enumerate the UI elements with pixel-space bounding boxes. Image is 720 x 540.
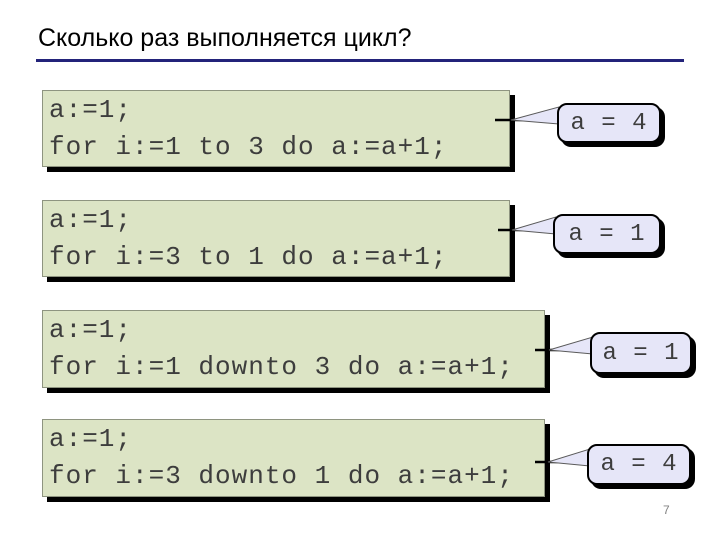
answer-callout-3: a = 1	[590, 332, 692, 374]
answer-callout-2: a = 1	[553, 214, 661, 254]
code-line: a:=1;	[49, 95, 133, 125]
code-line: a:=1;	[49, 315, 133, 345]
answer-text: a = 1	[568, 220, 646, 248]
slide-title: Сколько раз выполняется цикл?	[38, 24, 412, 52]
page-number: 7	[663, 503, 670, 517]
answer-text: a = 4	[600, 451, 678, 478]
callout-pointer-2	[498, 216, 556, 235]
answer-text: a = 1	[602, 339, 680, 367]
answer-callout-1: a = 4	[557, 103, 661, 143]
code-line: a:=1;	[49, 424, 133, 454]
code-line: for i:=1 to 3 do a:=a+1;	[49, 132, 448, 162]
answer-text: a = 4	[570, 109, 648, 137]
callout-pointer-4	[535, 448, 590, 467]
code-line: for i:=3 to 1 do a:=a+1;	[49, 242, 448, 272]
code-line: a:=1;	[49, 205, 133, 235]
title-underline	[36, 59, 684, 62]
code-box-4: a:=1; for i:=3 downto 1 do a:=a+1;	[42, 419, 545, 497]
code-line: for i:=3 downto 1 do a:=a+1;	[49, 461, 514, 491]
callout-pointer-1	[495, 106, 559, 125]
callout-pointer-3	[535, 336, 593, 355]
code-box-3: a:=1; for i:=1 downto 3 do a:=a+1;	[42, 310, 545, 388]
code-box-1: a:=1; for i:=1 to 3 do a:=a+1;	[42, 90, 510, 167]
code-box-2: a:=1; for i:=3 to 1 do a:=a+1;	[42, 200, 510, 277]
code-line: for i:=1 downto 3 do a:=a+1;	[49, 352, 514, 382]
answer-callout-4: a = 4	[587, 444, 691, 485]
